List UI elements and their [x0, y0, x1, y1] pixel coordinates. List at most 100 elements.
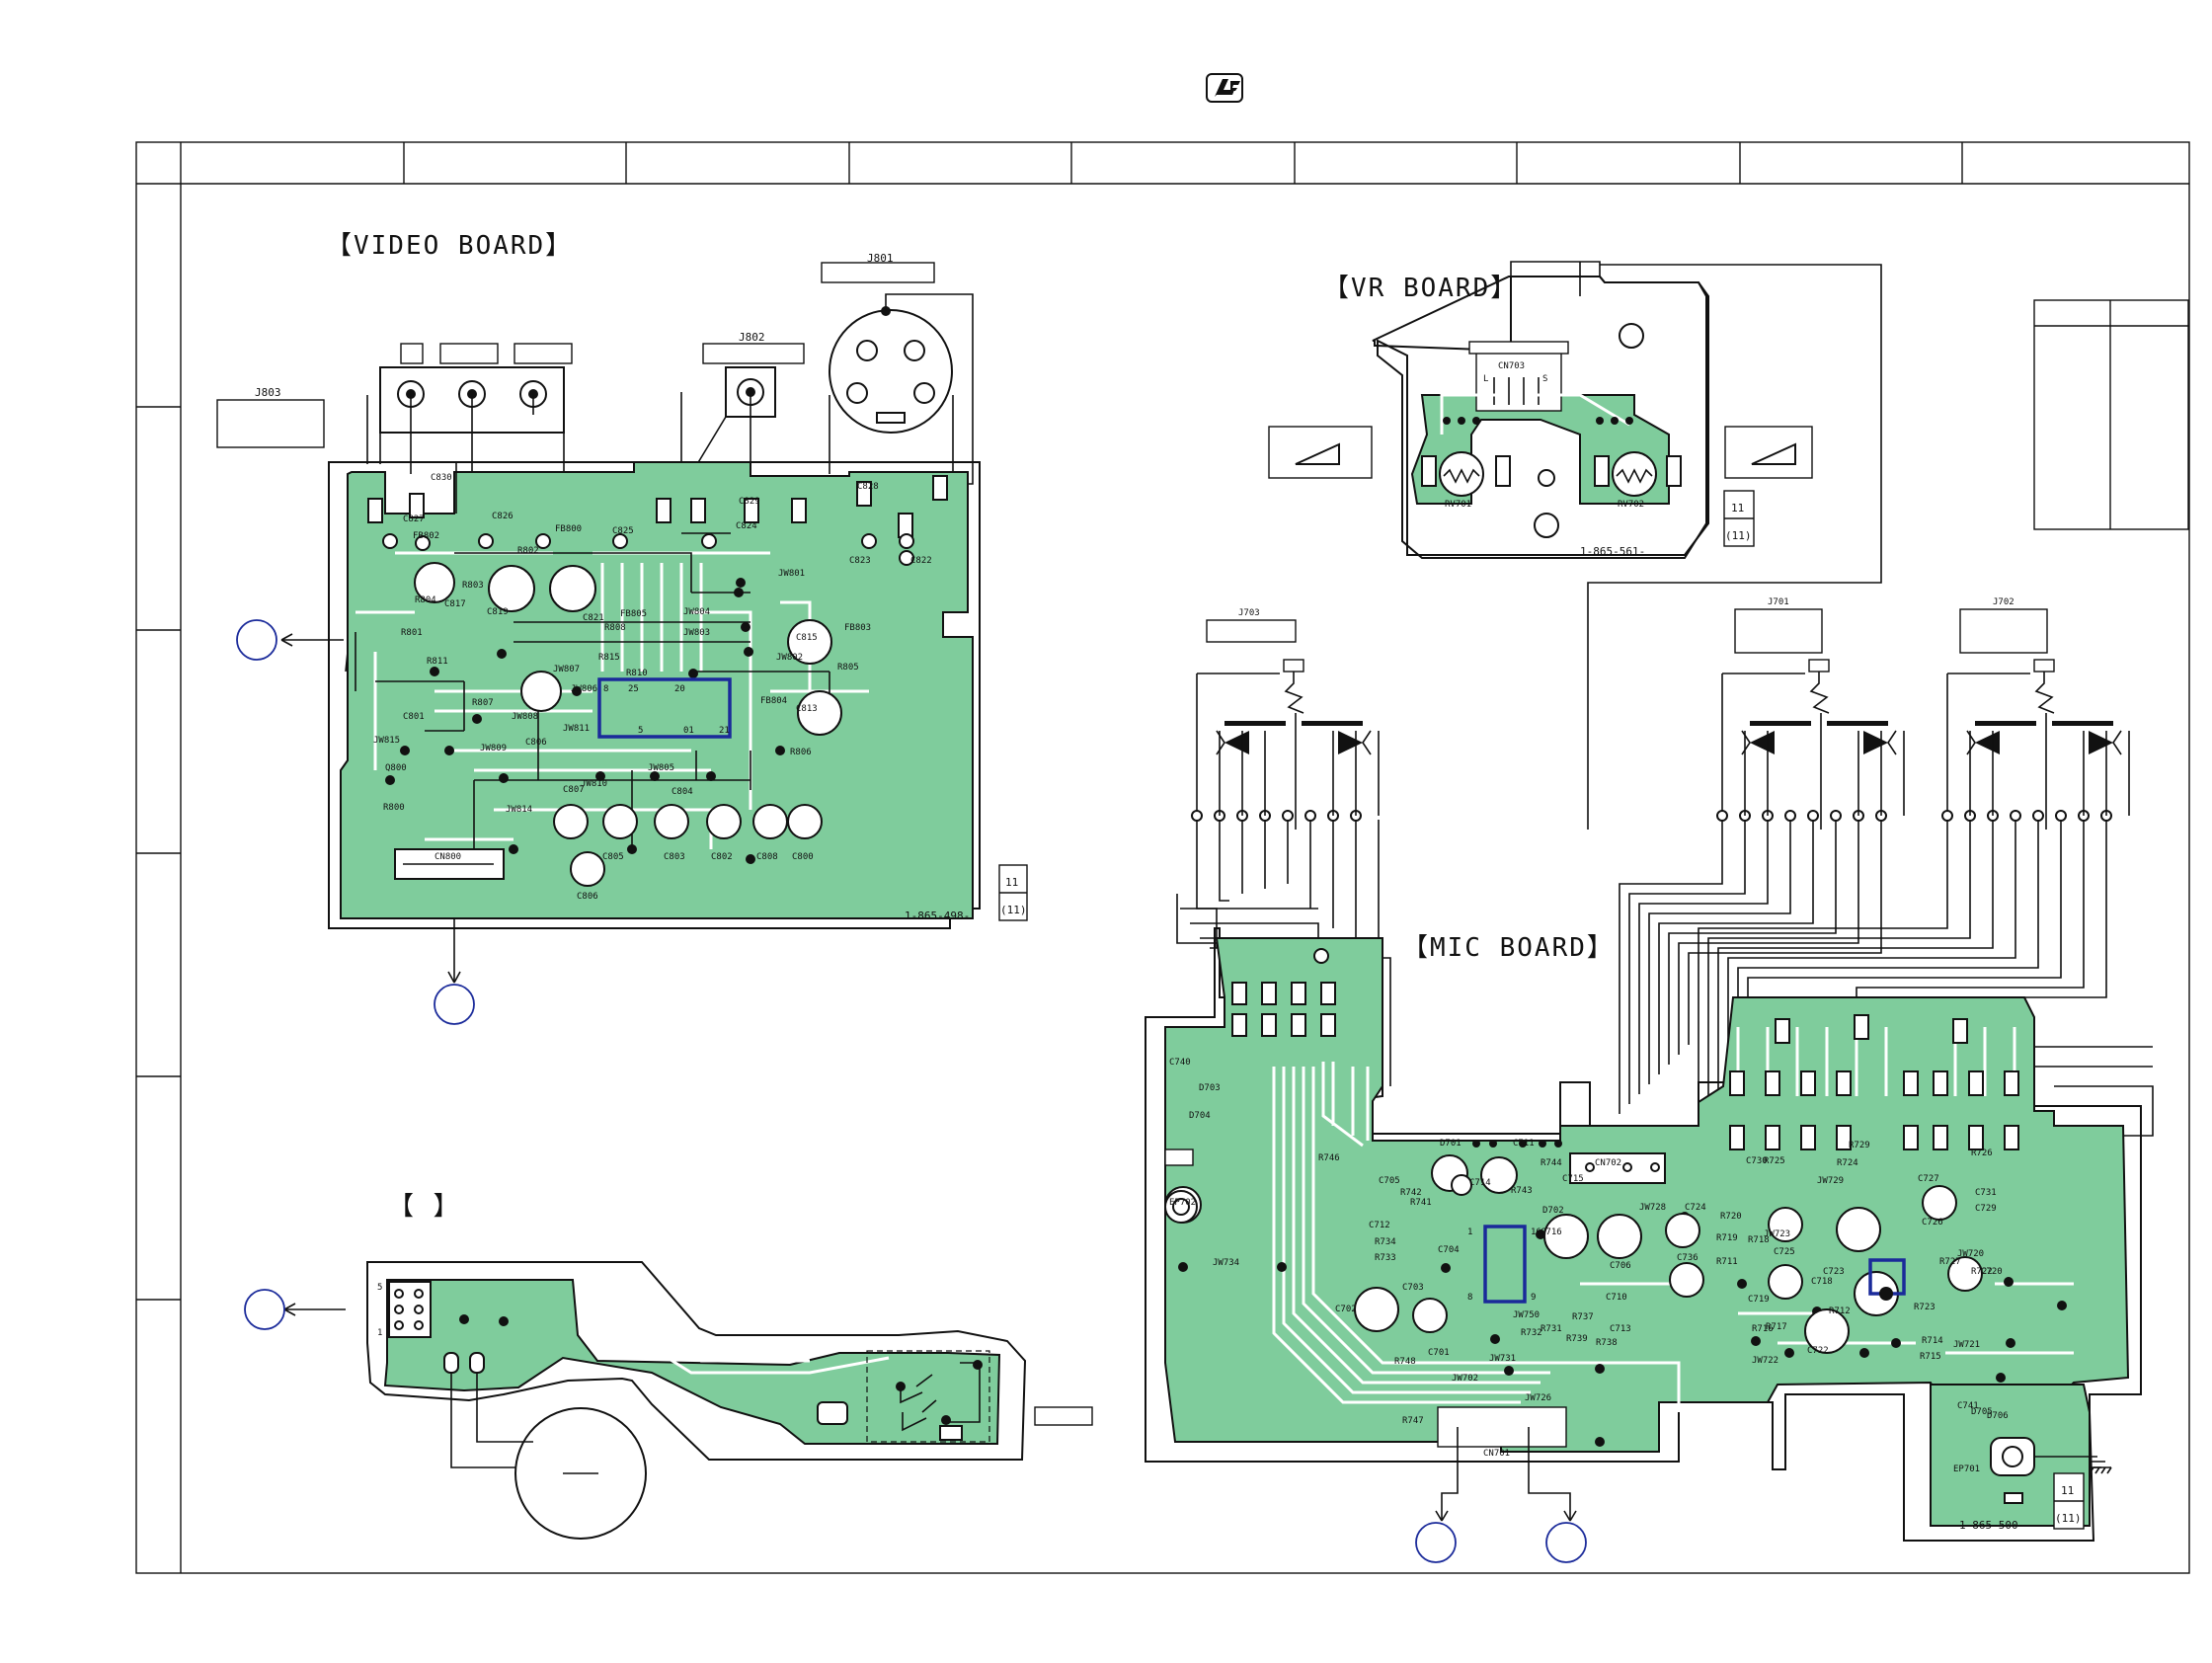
- svg-text:R734: R734: [1375, 1237, 1396, 1247]
- svg-text:R803: R803: [462, 581, 484, 591]
- svg-text:1: 1: [1467, 1227, 1472, 1237]
- svg-text:R733: R733: [1375, 1253, 1396, 1263]
- svg-text:R739: R739: [1566, 1334, 1588, 1344]
- video-board-ic: [597, 677, 732, 739]
- off-sheet-ref-circle: [1545, 1522, 1587, 1563]
- svg-text:C712: C712: [1369, 1221, 1390, 1230]
- svg-text:JW811: JW811: [563, 724, 590, 734]
- svg-text:C822: C822: [910, 556, 932, 566]
- svg-text:R748: R748: [1394, 1357, 1416, 1367]
- svg-text:C718: C718: [1811, 1277, 1833, 1287]
- svg-text:C740: C740: [1169, 1058, 1191, 1068]
- svg-text:R715: R715: [1920, 1352, 1941, 1362]
- svg-text:RV702: RV702: [1618, 500, 1644, 510]
- svg-text:C826: C826: [492, 512, 514, 521]
- svg-text:R741: R741: [1410, 1198, 1432, 1208]
- svg-text:C726: C726: [1922, 1218, 1943, 1227]
- svg-text:C724: C724: [1685, 1203, 1706, 1213]
- svg-text:JW808: JW808: [512, 712, 538, 722]
- svg-text:R732: R732: [1521, 1328, 1542, 1338]
- svg-text:11: 11: [1731, 502, 1744, 515]
- svg-text:S: S: [1542, 374, 1547, 384]
- svg-text:FB804: FB804: [760, 696, 787, 706]
- svg-text:EP702: EP702: [1169, 1198, 1196, 1208]
- svg-text:JW804: JW804: [683, 607, 710, 617]
- video-board-pads: [367, 475, 948, 864]
- svg-text:R719: R719: [1716, 1233, 1738, 1243]
- svg-text:(11): (11): [1000, 904, 1027, 916]
- svg-text:11: 11: [1005, 876, 1018, 889]
- svg-text:C719: C719: [1748, 1295, 1770, 1305]
- svg-text:R729: R729: [1849, 1141, 1870, 1150]
- mic-board-pads: [1178, 948, 2067, 1447]
- svg-text:CN800: CN800: [434, 852, 461, 862]
- video-board: 【VIDEO BOARD】 J801 J802 J803: [216, 231, 1028, 1025]
- svg-text:D706: D706: [1987, 1411, 2009, 1421]
- svg-text:D704: D704: [1189, 1111, 1211, 1121]
- svg-text:L: L: [1483, 374, 1488, 384]
- mic-board-title: 【MIC BOARD】: [1402, 933, 1615, 963]
- svg-text:D702: D702: [1542, 1206, 1564, 1216]
- svg-text:R738: R738: [1596, 1338, 1618, 1348]
- connector-label-j803: J803: [255, 386, 281, 399]
- svg-text:R743: R743: [1511, 1186, 1533, 1196]
- svg-text:5: 5: [638, 726, 643, 736]
- svg-text:JW810: JW810: [581, 779, 607, 789]
- svg-text:D701: D701: [1440, 1139, 1462, 1148]
- svg-text:JW814: JW814: [506, 805, 532, 815]
- svg-text:C711: C711: [1513, 1139, 1535, 1148]
- svg-text:R805: R805: [837, 663, 859, 673]
- svg-text:R742: R742: [1400, 1188, 1422, 1198]
- svg-text:Q800: Q800: [385, 763, 407, 773]
- connector-label-j802: J802: [739, 331, 765, 344]
- svg-text:8: 8: [603, 684, 608, 694]
- svg-text:C823: C823: [849, 556, 871, 566]
- svg-text:C710: C710: [1606, 1293, 1627, 1303]
- svg-text:R726: R726: [1971, 1148, 1993, 1158]
- svg-text:FB800: FB800: [555, 524, 582, 534]
- svg-text:JW723: JW723: [1764, 1229, 1790, 1239]
- vr-board-part-number: 1-865-561-: [1580, 545, 1645, 558]
- video-board-title: 【VIDEO BOARD】: [326, 231, 573, 261]
- svg-text:C701: C701: [1428, 1348, 1450, 1358]
- svg-text:CN701: CN701: [1483, 1449, 1510, 1459]
- svg-text:20: 20: [674, 684, 685, 694]
- svg-text:JW722: JW722: [1752, 1356, 1778, 1366]
- svg-text:R810: R810: [626, 669, 648, 678]
- svg-text:C713: C713: [1610, 1324, 1631, 1334]
- svg-text:JW807: JW807: [553, 665, 580, 674]
- svg-text:C736: C736: [1677, 1253, 1698, 1263]
- svg-text:R717: R717: [1766, 1322, 1787, 1332]
- svg-text:R802: R802: [517, 546, 539, 556]
- svg-text:C716: C716: [1540, 1227, 1562, 1237]
- mic-board-labels: C740 D703 D704 EP702 R746 C705 R742 R741…: [1169, 1058, 2009, 1474]
- lead-free-logo-icon: [1206, 73, 1243, 103]
- svg-text:R811: R811: [427, 657, 448, 667]
- svg-text:C804: C804: [672, 787, 693, 797]
- unnamed-board: 【 】 5 1: [244, 1192, 1093, 1540]
- svg-text:(11): (11): [1725, 529, 1752, 542]
- svg-text:C817: C817: [444, 599, 466, 609]
- svg-text:8: 8: [1467, 1293, 1472, 1303]
- svg-text:C806: C806: [577, 892, 598, 902]
- svg-text:JW729: JW729: [1817, 1176, 1844, 1186]
- svg-text:C704: C704: [1438, 1245, 1460, 1255]
- svg-text:C800: C800: [792, 852, 814, 862]
- svg-text:C722: C722: [1807, 1346, 1829, 1356]
- mic-board-ic: [1483, 1225, 1527, 1304]
- jack-j703-symbol: [1196, 659, 1372, 830]
- svg-text:EP701: EP701: [1953, 1465, 1980, 1474]
- svg-text:C829: C829: [739, 497, 760, 507]
- svg-text:C715: C715: [1562, 1174, 1584, 1184]
- svg-text:9: 9: [1531, 1293, 1536, 1303]
- off-sheet-ref-circle: [1415, 1522, 1457, 1563]
- motor-circle: [514, 1407, 647, 1540]
- off-sheet-ref-circle: [236, 619, 277, 661]
- svg-text:R712: R712: [1829, 1307, 1851, 1316]
- svg-text:JW802: JW802: [776, 653, 803, 663]
- svg-text:(11): (11): [2055, 1512, 2082, 1525]
- svg-text:C824: C824: [736, 521, 757, 531]
- svg-text:C702: C702: [1335, 1305, 1357, 1314]
- svg-text:J701: J701: [1768, 597, 1789, 607]
